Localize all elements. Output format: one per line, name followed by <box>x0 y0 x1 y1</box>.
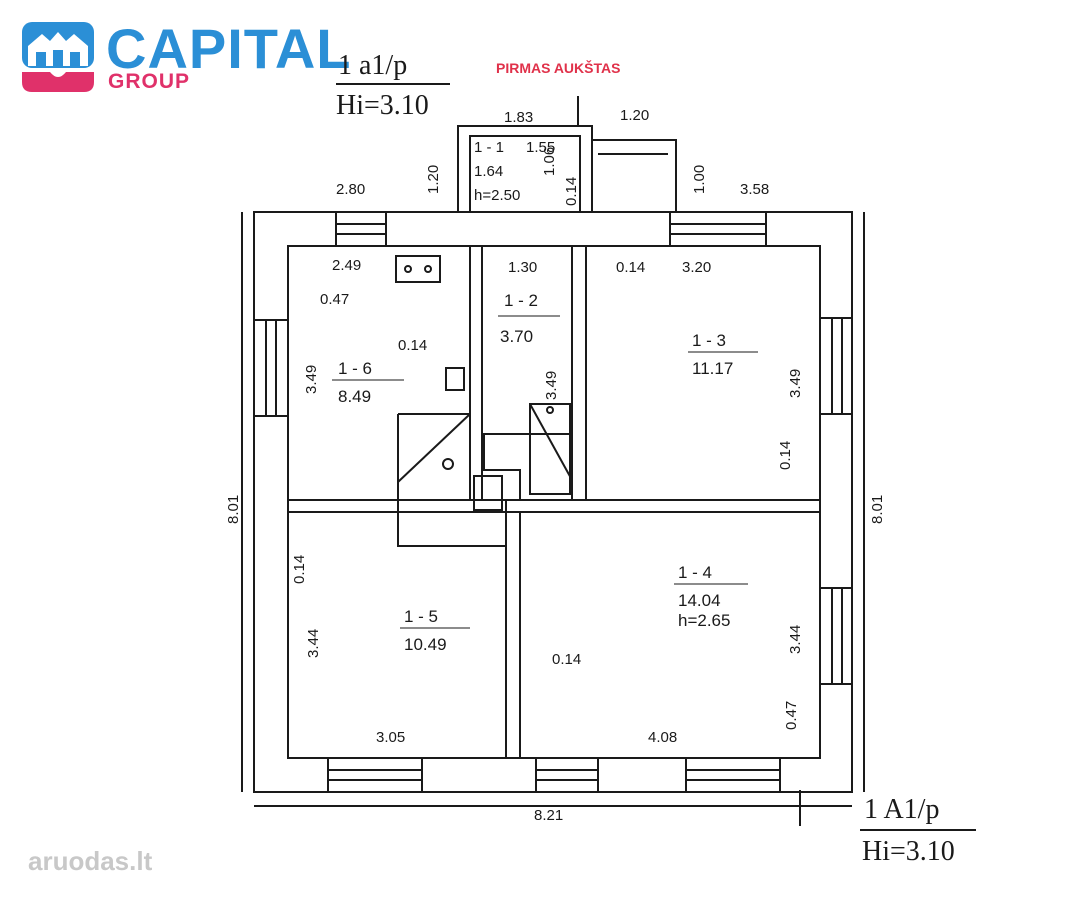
svg-text:1 - 1: 1 - 1 <box>474 139 504 156</box>
svg-text:3.05: 3.05 <box>376 729 405 746</box>
svg-text:1.06: 1.06 <box>541 147 558 176</box>
svg-text:8.49: 8.49 <box>338 387 371 406</box>
wall-r6-r2 <box>469 245 483 501</box>
window-top-1 <box>335 211 387 247</box>
svg-text:1 a1/p: 1 a1/p <box>338 50 407 81</box>
svg-text:1.20: 1.20 <box>620 107 649 124</box>
svg-text:11.17: 11.17 <box>692 359 733 378</box>
svg-text:10.49: 10.49 <box>404 635 447 654</box>
window-left <box>253 319 289 417</box>
svg-text:3.58: 3.58 <box>740 181 769 198</box>
svg-text:1 - 3: 1 - 3 <box>692 331 726 350</box>
svg-text:1 - 5: 1 - 5 <box>404 607 438 626</box>
svg-text:3.20: 3.20 <box>682 259 711 276</box>
window-bottom-2 <box>535 757 599 793</box>
svg-text:1.00: 1.00 <box>691 165 708 194</box>
chimney <box>473 475 503 511</box>
svg-text:2.49: 2.49 <box>332 257 361 274</box>
svg-text:14.04: 14.04 <box>678 591 721 610</box>
floor-label-bottom: 1 A1/p Hi=3.10 <box>860 794 976 867</box>
stairs-r6 <box>397 413 471 501</box>
svg-text:3.49: 3.49 <box>543 371 560 400</box>
svg-text:8.01: 8.01 <box>869 495 886 524</box>
svg-text:1.64: 1.64 <box>474 163 503 180</box>
svg-text:8.01: 8.01 <box>225 495 242 524</box>
stove-fixture <box>395 255 441 283</box>
room-1-2: 1 - 2 3.70 <box>498 291 560 346</box>
house-logo-icon <box>22 22 94 94</box>
capital-group-logo: CAPITAL GROUP <box>22 17 351 102</box>
svg-text:1.30: 1.30 <box>508 259 537 276</box>
svg-text:1 A1/p: 1 A1/p <box>864 794 939 825</box>
svg-text:0.14: 0.14 <box>777 441 794 470</box>
window-right-2 <box>819 587 853 685</box>
svg-text:1.20: 1.20 <box>425 165 442 194</box>
room-1-6: 1 - 6 8.49 <box>332 359 404 406</box>
svg-text:3.49: 3.49 <box>303 365 320 394</box>
svg-text:1 - 4: 1 - 4 <box>678 563 712 582</box>
svg-text:1.55: 1.55 <box>526 139 555 156</box>
window-right-1 <box>819 317 853 415</box>
brand-name: CAPITAL <box>106 17 352 80</box>
svg-text:3.44: 3.44 <box>787 625 804 654</box>
brand-tagline: GROUP <box>108 70 191 93</box>
svg-text:0.47: 0.47 <box>320 291 349 308</box>
svg-text:1 - 6: 1 - 6 <box>338 359 372 378</box>
room-1-5: 1 - 5 10.49 <box>400 607 470 654</box>
aruodas-watermark: aruodas.lt <box>28 846 153 876</box>
porch-steps <box>592 139 677 212</box>
stairs-r2 <box>483 434 521 500</box>
svg-text:8.21: 8.21 <box>534 807 563 824</box>
svg-text:Hi=3.10: Hi=3.10 <box>862 836 955 867</box>
svg-text:0.14: 0.14 <box>398 337 427 354</box>
window-top-2 <box>669 211 767 247</box>
window-bottom-3 <box>685 757 781 793</box>
floor-label-top: 1 a1/p Hi=3.10 <box>336 50 450 121</box>
floor-title: PIRMAS AUKŠTAS <box>496 60 621 76</box>
sink-fixture <box>445 367 465 391</box>
window-bottom-1 <box>327 757 423 793</box>
svg-text:0.14: 0.14 <box>291 555 308 584</box>
svg-text:Hi=3.10: Hi=3.10 <box>336 90 429 121</box>
svg-text:3.49: 3.49 <box>787 369 804 398</box>
svg-text:0.14: 0.14 <box>616 259 645 276</box>
wall-r2-r3 <box>571 245 587 501</box>
svg-text:0.14: 0.14 <box>552 651 581 668</box>
room-1-1: 1 - 1 1.55 h=2.50 <box>474 139 555 204</box>
svg-text:h=2.65: h=2.65 <box>678 611 730 630</box>
svg-text:3.70: 3.70 <box>500 327 533 346</box>
svg-text:h=2.50: h=2.50 <box>474 187 520 204</box>
svg-text:3.44: 3.44 <box>305 629 322 658</box>
porch-inner <box>469 135 581 213</box>
svg-text:4.08: 4.08 <box>648 729 677 746</box>
room-1-4: 1 - 4 14.04 h=2.65 <box>674 563 748 630</box>
room-1-3: 1 - 3 11.17 <box>688 331 758 378</box>
inner-wall-outline <box>287 245 821 759</box>
wall-horizontal <box>287 499 821 513</box>
svg-text:2.80: 2.80 <box>336 181 365 198</box>
svg-text:1 - 2: 1 - 2 <box>504 291 538 310</box>
svg-text:0.14: 0.14 <box>563 177 580 206</box>
svg-text:1.83: 1.83 <box>504 109 533 126</box>
wall-r5-r4 <box>505 511 521 759</box>
dimension-labels: 1.83 1.20 1.64 1.20 1.06 0.14 1.00 2.80 … <box>225 107 886 824</box>
stairs-lower <box>397 499 507 547</box>
svg-text:0.47: 0.47 <box>783 701 800 730</box>
